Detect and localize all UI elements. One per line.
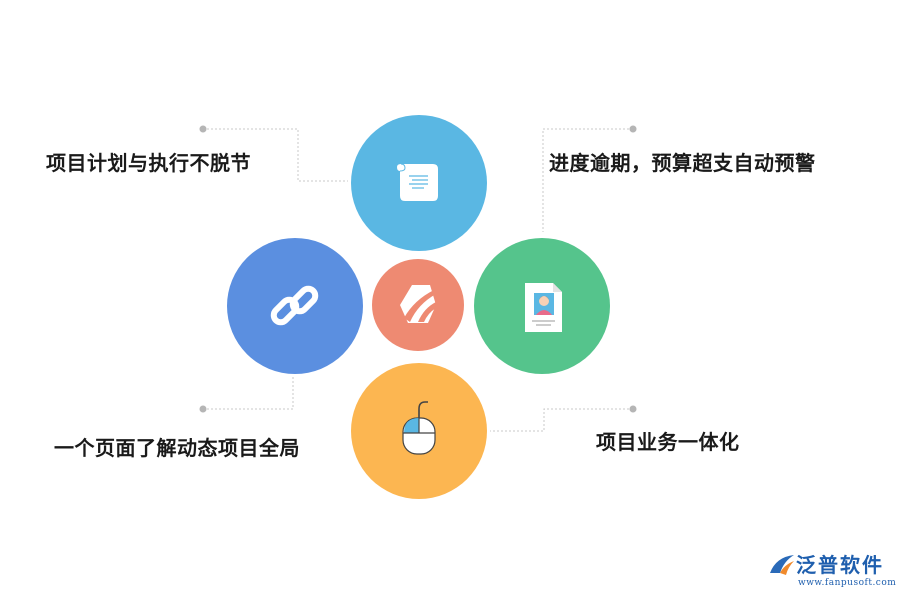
- connector-dots: [199, 125, 637, 413]
- feature-label-bottom-right: 项目业务一体化: [596, 430, 740, 454]
- connector-top-right: [542, 128, 633, 232]
- chain-link-icon: [270, 285, 319, 326]
- feature-label-top-right: 进度逾期，预算超支自动预警: [549, 151, 816, 175]
- brand-mark-icon: [770, 555, 794, 575]
- feature-label-top-left: 项目计划与执行不脱节: [46, 151, 251, 175]
- connector-bottom-right: [490, 408, 633, 432]
- computer-mouse-icon: [402, 401, 436, 455]
- connector-bottom-left: [203, 376, 294, 410]
- scroll-document-icon: [397, 163, 438, 201]
- connectors: [203, 128, 633, 432]
- feature-label-bottom-left: 一个页面了解动态项目全局: [54, 436, 300, 460]
- profile-card-icon: [525, 283, 562, 332]
- brand-name: 泛普软件: [796, 553, 884, 577]
- brand-logo-icon: [400, 285, 436, 323]
- connector-top-left: [203, 128, 348, 182]
- brand-url: www.fanpusoft.com: [798, 578, 897, 588]
- brand-watermark: 泛普软件 www.fanpusoft.com: [768, 553, 896, 588]
